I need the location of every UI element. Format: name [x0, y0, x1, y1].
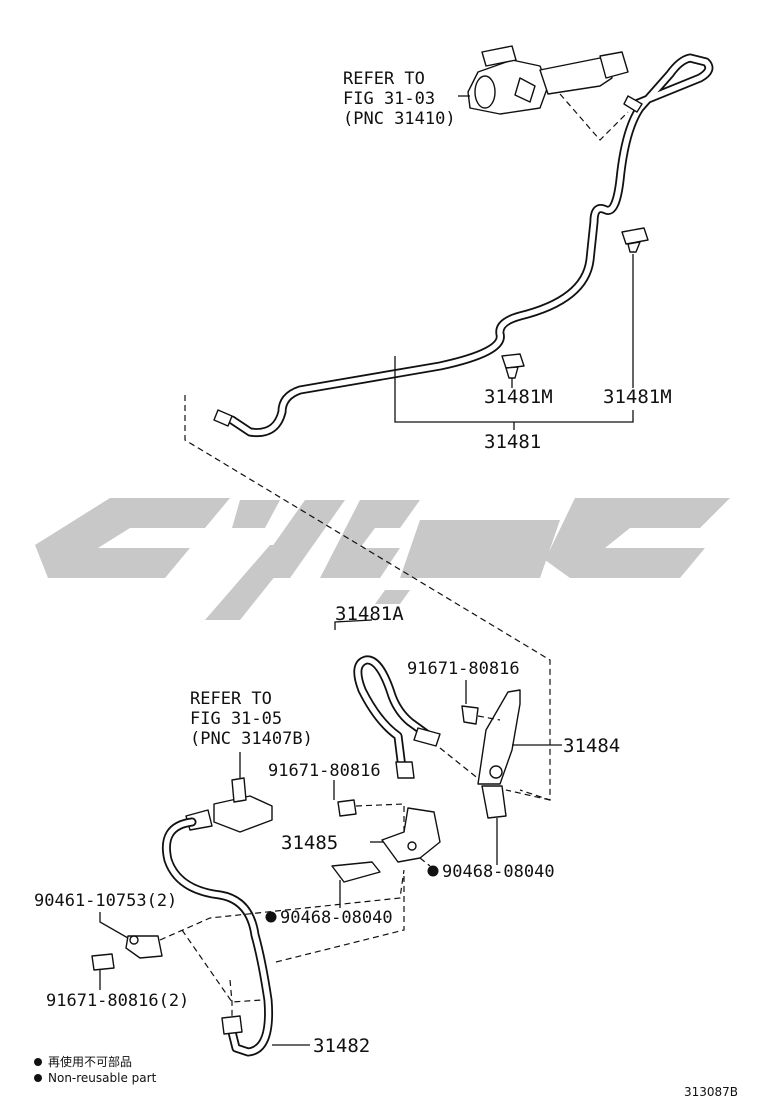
label-31481m-left: 31481M: [484, 386, 553, 408]
label-31484: 31484: [563, 735, 620, 757]
label-90468-right: 90468-08040: [442, 862, 555, 882]
union-fitting-part: [185, 777, 273, 833]
label-31481a: 31481A: [335, 603, 404, 625]
watermark-logo: [35, 498, 730, 620]
label-91671-top: 91671-80816: [407, 659, 520, 679]
clutch-pipe-31481: [213, 53, 714, 438]
label-90461: 90461-10753(2): [34, 891, 177, 911]
pipe-clamp-31481m: [501, 227, 649, 379]
figure-number: 313087B: [684, 1085, 738, 1099]
label-31481: 31481: [484, 431, 541, 453]
bracket-31485: [331, 799, 441, 883]
flexible-hose-31481a: [353, 655, 441, 779]
clutch-pipe-31482: [162, 817, 274, 1057]
label-31481m-right: 31481M: [603, 386, 672, 408]
refer-top-line3: (PNC 31410): [343, 109, 456, 129]
non-reusable-marker: [265, 911, 277, 923]
refer-top-line2: FIG 31-03: [343, 89, 435, 109]
legend-marker: [34, 1058, 42, 1066]
label-31485: 31485: [281, 832, 338, 854]
refer-mid-line1: REFER TO: [190, 689, 272, 709]
label-91671-bottom: 91671-80816(2): [46, 991, 189, 1011]
legend-english: Non-reusable part: [48, 1071, 157, 1085]
label-90468-left: 90468-08040: [280, 908, 393, 928]
refer-mid-line2: FIG 31-05: [190, 709, 282, 729]
legend-marker: [34, 1074, 42, 1082]
master-cylinder-part: [467, 45, 629, 115]
refer-mid-line3: (PNC 31407B): [190, 729, 313, 749]
legend-japanese: 再使用不可部品: [48, 1054, 132, 1069]
label-91671-mid: 91671-80816: [268, 761, 381, 781]
non-reusable-marker: [427, 865, 439, 877]
refer-top-line1: REFER TO: [343, 69, 425, 89]
label-31482: 31482: [313, 1035, 370, 1057]
bracket-31484: [461, 689, 521, 819]
pipe-clamp-90461: [91, 935, 163, 971]
